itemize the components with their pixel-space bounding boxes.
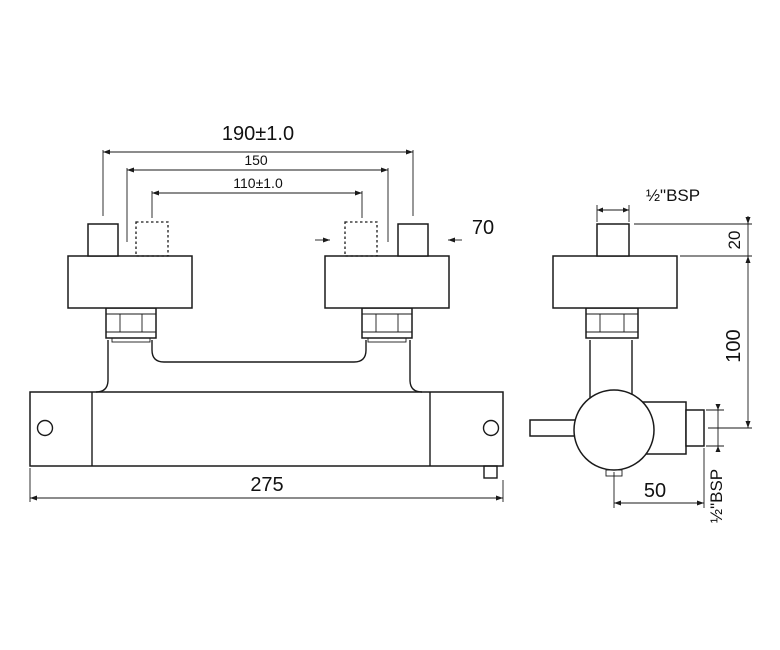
dimension-100: [708, 262, 752, 429]
side-outlet-stud: [685, 409, 705, 447]
dimension-275: [29, 468, 504, 502]
dimension-bottom-bsp: [706, 404, 724, 452]
right-nut: [361, 307, 413, 339]
left-inner-stud-dashed: [135, 221, 169, 257]
dimension-190: [102, 149, 414, 216]
dimension-20-label: 20: [725, 231, 744, 250]
left-riser-outer: [95, 340, 109, 393]
connecting-pipe: [151, 340, 367, 363]
left-nut: [105, 307, 157, 339]
right-outer-stud: [397, 223, 429, 257]
dimension-top-bsp-label: ½"BSP: [646, 186, 700, 205]
dimension-bottom-bsp-label: ½"BSP: [707, 469, 726, 523]
dimension-100-label: 100: [723, 329, 745, 362]
dimension-70-label: 70: [472, 217, 494, 239]
left-end-hole: [36, 419, 54, 437]
dimension-20: [634, 216, 752, 263]
dimension-150-label: 150: [244, 152, 268, 168]
mixer-bar-body: [29, 391, 504, 467]
right-end-hole: [482, 419, 500, 437]
dimension-275-label: 275: [250, 474, 283, 496]
right-inner-stud-dashed: [344, 221, 378, 257]
front-view: 190±1.0 150 110±1.0 70: [29, 123, 504, 502]
left-wall-plate: [67, 255, 193, 309]
side-valve-body: [573, 389, 655, 471]
side-nut: [585, 307, 639, 339]
dimension-top-bsp: [596, 205, 630, 222]
dimension-50-label: 50: [644, 480, 666, 502]
dimension-70: [315, 237, 462, 243]
side-handle: [529, 419, 579, 437]
side-top-stud: [596, 223, 630, 257]
dimension-150: [126, 167, 389, 242]
dimension-50: [613, 448, 705, 508]
side-view: ½"BSP 20 100 50: [529, 186, 752, 523]
dimension-190-label: 190±1.0: [222, 123, 294, 145]
left-outer-stud: [87, 223, 119, 257]
right-riser-outer: [409, 340, 423, 393]
side-wall-plate: [552, 255, 678, 309]
dimension-110: [151, 190, 363, 218]
right-wall-plate: [324, 255, 450, 309]
bottom-stud: [483, 465, 498, 479]
dimension-110-label: 110±1.0: [233, 175, 283, 191]
